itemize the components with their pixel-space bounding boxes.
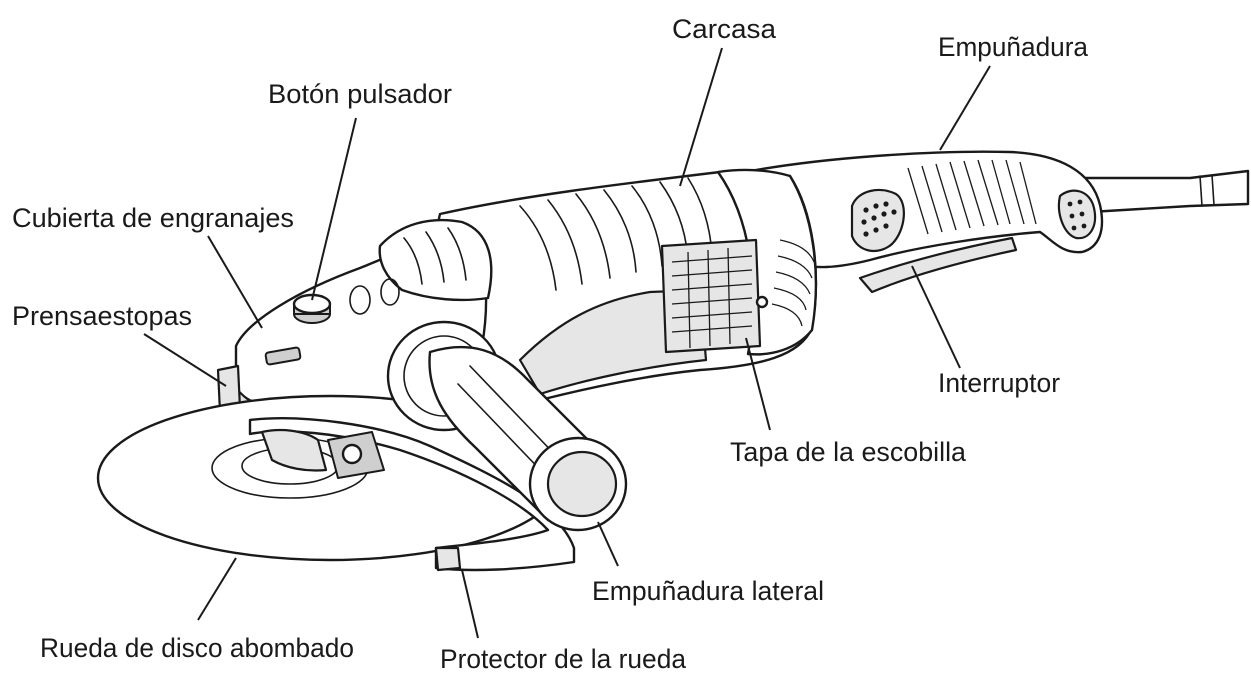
leader-rueda-disco [197, 557, 237, 621]
motor-housing [432, 168, 818, 402]
label-cubierta-engranajes: Cubierta de engranajes [12, 203, 294, 233]
grinder-illustration [96, 150, 1250, 572]
label-carcasa: Carcasa [672, 14, 777, 44]
spindle-lock-button [292, 293, 332, 324]
label-boton-pulsador: Botón pulsador [268, 79, 452, 109]
label-empunadura: Empuñadura [938, 32, 1089, 62]
power-cord [1083, 169, 1250, 214]
rear-handle [743, 150, 1104, 294]
leader-cubierta-engranajes [207, 235, 263, 329]
leader-lines [143, 47, 991, 639]
label-interruptor: Interruptor [938, 368, 1060, 398]
label-tapa-escobilla: Tapa de la escobilla [730, 437, 967, 467]
leader-tapa-escobilla [745, 337, 771, 431]
leader-empunadura-lateral [597, 521, 619, 567]
leader-prensaestopas [143, 333, 227, 387]
side-grip [386, 320, 628, 532]
label-protector-rueda: Protector de la rueda [440, 644, 687, 674]
leader-empunadura [939, 65, 991, 151]
label-empunadura-lateral: Empuñadura lateral [592, 576, 824, 606]
label-rueda-disco: Rueda de disco abombado [40, 633, 354, 663]
leader-boton-pulsador [311, 117, 357, 301]
leader-protector-rueda [461, 569, 479, 639]
part-labels: Carcasa Empuñadura Botón pulsador Cubier… [12, 14, 1089, 674]
leader-interruptor [911, 265, 961, 369]
wheel-guard [248, 417, 576, 572]
label-prensaestopas: Prensaestopas [12, 301, 192, 331]
depressed-center-wheel [96, 394, 564, 562]
leader-carcasa [679, 47, 723, 187]
